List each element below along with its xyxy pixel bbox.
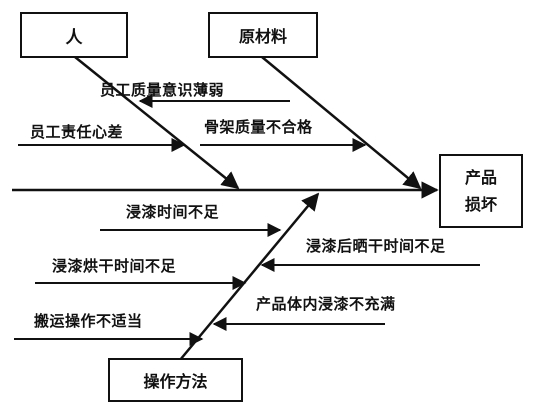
category-label-method: 操作方法 bbox=[143, 372, 208, 391]
category-label-people: 人 bbox=[65, 27, 83, 48]
effect-label-line1: 产品 bbox=[464, 168, 497, 187]
bone-materials bbox=[261, 56, 422, 190]
cause-frame-quality: 骨架质量不合格 bbox=[204, 118, 313, 136]
category-box-method: 操作方法 bbox=[108, 358, 243, 402]
category-box-people: 人 bbox=[20, 12, 128, 58]
cause-handling: 搬运操作不适当 bbox=[34, 312, 143, 330]
cause-bake-time: 浸漆烘干时间不足 bbox=[52, 257, 177, 275]
cause-responsibility-poor: 员工责任心差 bbox=[30, 123, 124, 141]
cause-soak-time: 浸漆时间不足 bbox=[126, 203, 220, 221]
effect-label-line2: 损坏 bbox=[464, 195, 497, 214]
category-label-materials: 原材料 bbox=[238, 27, 287, 46]
effect-box: 产品 损坏 bbox=[439, 154, 523, 228]
cause-dry-time-after: 浸漆后晒干时间不足 bbox=[306, 237, 446, 255]
cause-awareness-weak: 员工质量意识薄弱 bbox=[100, 81, 225, 99]
category-box-materials: 原材料 bbox=[208, 12, 318, 58]
bone-people bbox=[74, 56, 240, 190]
cause-incomplete-fill: 产品体内浸漆不充满 bbox=[256, 295, 396, 313]
